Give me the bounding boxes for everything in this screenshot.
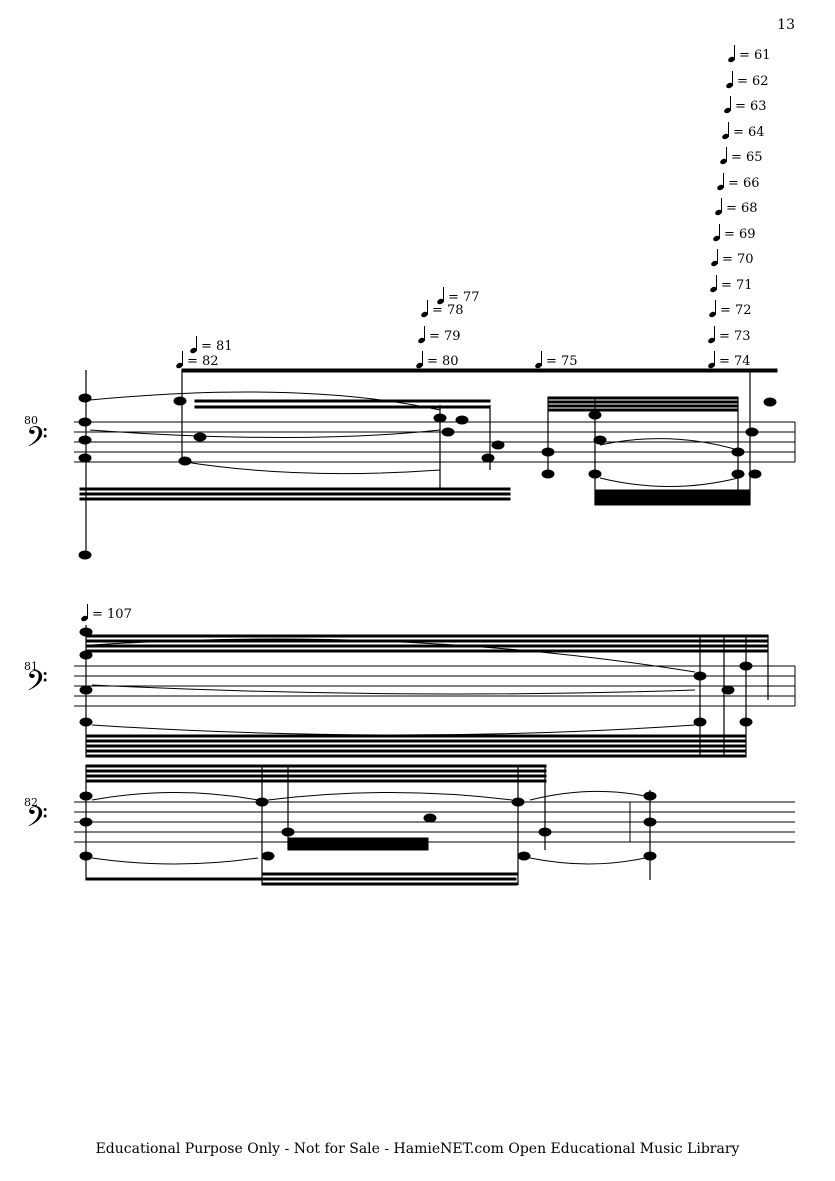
quarter-note-icon xyxy=(710,274,718,292)
quarter-note-icon xyxy=(726,70,734,88)
quarter-note-icon xyxy=(722,121,730,139)
quarter-note-icon xyxy=(416,350,424,368)
tempo-marking: = 65 xyxy=(720,146,763,164)
tempo-marking: = 107 xyxy=(81,603,132,621)
quarter-note-icon xyxy=(715,197,723,215)
tempo-marking: = 80 xyxy=(416,350,459,368)
tempo-marking: = 78 xyxy=(421,299,464,317)
quarter-note-icon xyxy=(720,146,728,164)
tempo-marking: = 69 xyxy=(713,223,756,241)
tempo-marking: = 66 xyxy=(717,172,760,190)
tempo-marking: = 81 xyxy=(190,335,233,353)
ties-system-2 xyxy=(91,638,696,736)
page-number: 13 xyxy=(777,17,795,33)
tempo-marking: = 63 xyxy=(724,95,767,113)
staff-system-2 xyxy=(74,665,796,707)
tempo-marking: = 82 xyxy=(176,350,219,368)
svg-text:𝄢: 𝄢 xyxy=(26,665,48,705)
quarter-note-icon xyxy=(708,325,716,343)
quarter-note-icon xyxy=(190,335,198,353)
measure-number: 81 xyxy=(24,660,38,673)
quarter-note-icon xyxy=(176,350,184,368)
notation-system-1 xyxy=(78,368,778,560)
quarter-note-icon xyxy=(437,286,445,304)
tempo-marking: = 70 xyxy=(711,248,754,266)
tempo-marking: = 77 xyxy=(437,286,480,304)
tempo-marking: = 68 xyxy=(715,197,758,215)
tempo-marking: = 72 xyxy=(709,299,752,317)
measure-number: 82 xyxy=(24,796,38,809)
ties-system-3 xyxy=(91,790,646,865)
bass-clef-icon: 𝄢 𝄢 𝄢 xyxy=(26,421,48,841)
footer-text: Educational Purpose Only - Not for Sale … xyxy=(95,1141,740,1157)
quarter-note-icon xyxy=(81,603,89,621)
svg-text:𝄢: 𝄢 xyxy=(26,801,48,841)
quarter-note-icon xyxy=(709,299,717,317)
quarter-note-icon xyxy=(711,248,719,266)
quarter-note-icon xyxy=(728,44,736,62)
svg-text:𝄢: 𝄢 xyxy=(26,421,48,461)
quarter-note-icon xyxy=(724,95,732,113)
quarter-note-icon xyxy=(421,299,429,317)
tempo-marking: = 75 xyxy=(535,350,578,368)
quarter-note-icon xyxy=(418,325,426,343)
measure-number: 80 xyxy=(24,414,38,427)
staff-system-3 xyxy=(74,801,795,843)
ties-system-1 xyxy=(89,391,739,487)
tempo-marking: = 73 xyxy=(708,325,751,343)
quarter-note-icon xyxy=(535,350,543,368)
tempo-marking: = 74 xyxy=(708,350,751,368)
quarter-note-icon xyxy=(708,350,716,368)
tempo-marking: = 62 xyxy=(726,70,769,88)
notation-system-3 xyxy=(79,764,657,886)
tempo-marking: = 79 xyxy=(418,325,461,343)
tempo-marking: = 61 xyxy=(728,44,771,62)
quarter-note-icon xyxy=(713,223,721,241)
tempo-marking: = 64 xyxy=(722,121,765,139)
tempo-marking: = 71 xyxy=(710,274,753,292)
quarter-note-icon xyxy=(717,172,725,190)
notation-system-2 xyxy=(79,625,769,758)
staff-system-1 xyxy=(74,421,796,463)
